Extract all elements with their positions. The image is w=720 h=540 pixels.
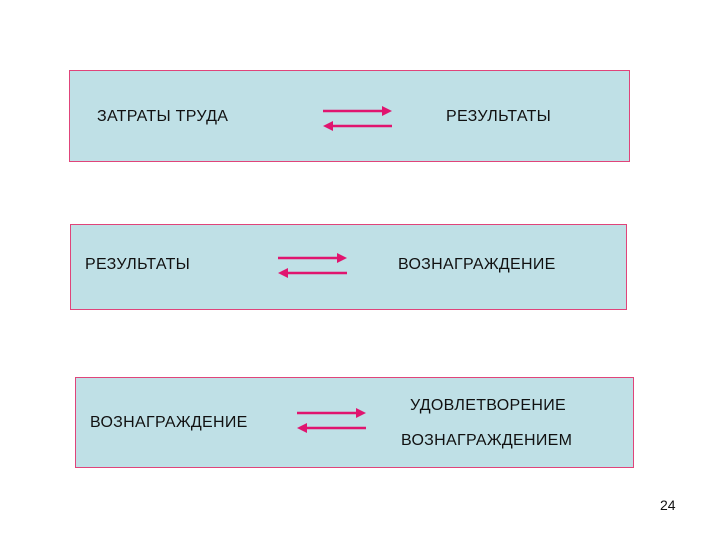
bidirectional-arrows-icon: [323, 106, 392, 131]
box2-right-label: ВОЗНАГРАЖДЕНИЕ: [398, 256, 556, 273]
box3-right-label-line2: ВОЗНАГРАЖДЕНИЕМ: [401, 432, 573, 449]
bidirectional-arrows-icon: [297, 408, 366, 433]
relation-box-3: ВОЗНАГРАЖДЕНИЕ УДОВЛЕТВОРЕНИЕ ВОЗНАГРАЖД…: [75, 377, 634, 468]
relation-box-2: РЕЗУЛЬТАТЫ ВОЗНАГРАЖДЕНИЕ: [70, 224, 627, 310]
box3-left-label: ВОЗНАГРАЖДЕНИЕ: [90, 414, 248, 431]
box2-left-label: РЕЗУЛЬТАТЫ: [85, 256, 191, 273]
box1-right-label: РЕЗУЛЬТАТЫ: [446, 108, 552, 125]
box3-right-label-line1: УДОВЛЕТВОРЕНИЕ: [410, 397, 567, 414]
page-number: 24: [660, 497, 676, 513]
relation-box-1: ЗАТРАТЫ ТРУДА РЕЗУЛЬТАТЫ: [69, 70, 630, 162]
box1-left-label: ЗАТРАТЫ ТРУДА: [97, 108, 229, 125]
bidirectional-arrows-icon: [278, 253, 347, 278]
